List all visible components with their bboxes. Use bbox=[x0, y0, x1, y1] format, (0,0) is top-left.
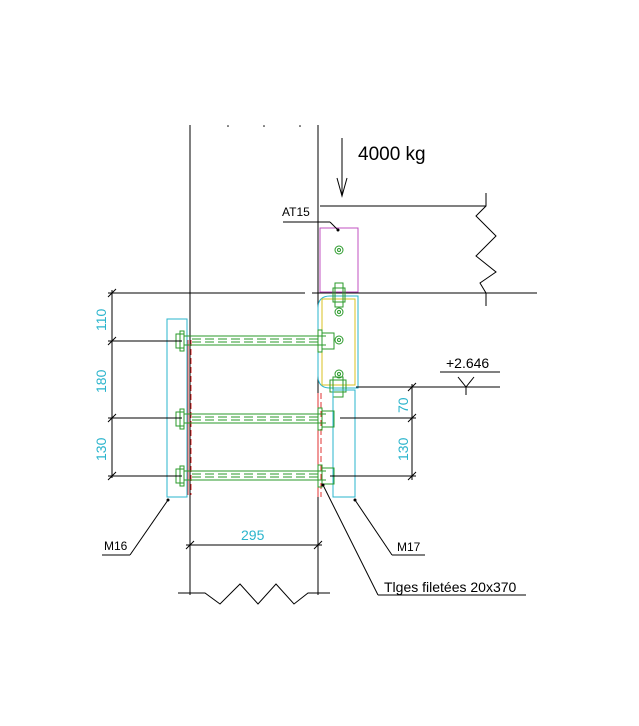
load-label: 4000 kg bbox=[358, 144, 426, 165]
dimension-left-180: 180 bbox=[93, 369, 109, 393]
leader-m17 bbox=[353, 498, 425, 556]
dimension-bottom-295: 295 bbox=[241, 527, 265, 543]
dimension-right-130: 130 bbox=[395, 437, 411, 461]
threaded-rod-3 bbox=[175, 464, 335, 488]
threaded-rod-2 bbox=[175, 407, 335, 431]
left-dimension-chain bbox=[107, 288, 305, 481]
level-marker bbox=[358, 371, 500, 395]
column bbox=[189, 125, 319, 595]
level-label: +2.646 bbox=[446, 355, 489, 371]
label-rods: Tlges filetées 20x370 bbox=[384, 579, 517, 595]
leader-rods bbox=[321, 483, 526, 596]
right-plate bbox=[317, 389, 356, 498]
leader-m16 bbox=[102, 498, 170, 556]
label-m17: M17 bbox=[397, 540, 421, 554]
label-at15: AT15 bbox=[282, 205, 310, 219]
leader-at15 bbox=[283, 221, 340, 232]
load-arrow bbox=[336, 138, 348, 198]
threaded-rod-1 bbox=[175, 329, 335, 353]
beam bbox=[312, 193, 537, 306]
dimension-left-110: 110 bbox=[93, 308, 109, 331]
left-plate bbox=[166, 318, 192, 498]
middle-bracket bbox=[317, 282, 359, 398]
label-m16: M16 bbox=[104, 539, 128, 553]
bottom-dimension bbox=[185, 540, 323, 550]
top-plate bbox=[319, 227, 359, 293]
dimension-left-130: 130 bbox=[93, 437, 109, 461]
dimension-right-70: 70 bbox=[395, 397, 411, 413]
bottom-break-line bbox=[178, 583, 330, 605]
